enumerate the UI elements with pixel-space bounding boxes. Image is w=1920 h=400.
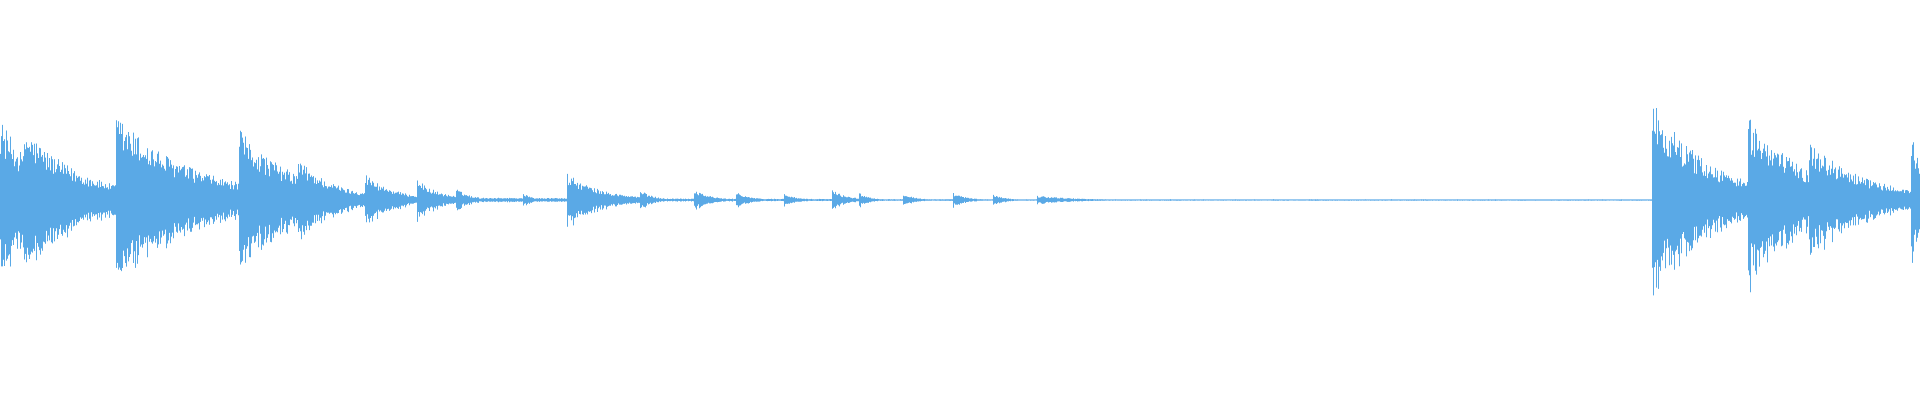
waveform-bars <box>0 108 1920 296</box>
